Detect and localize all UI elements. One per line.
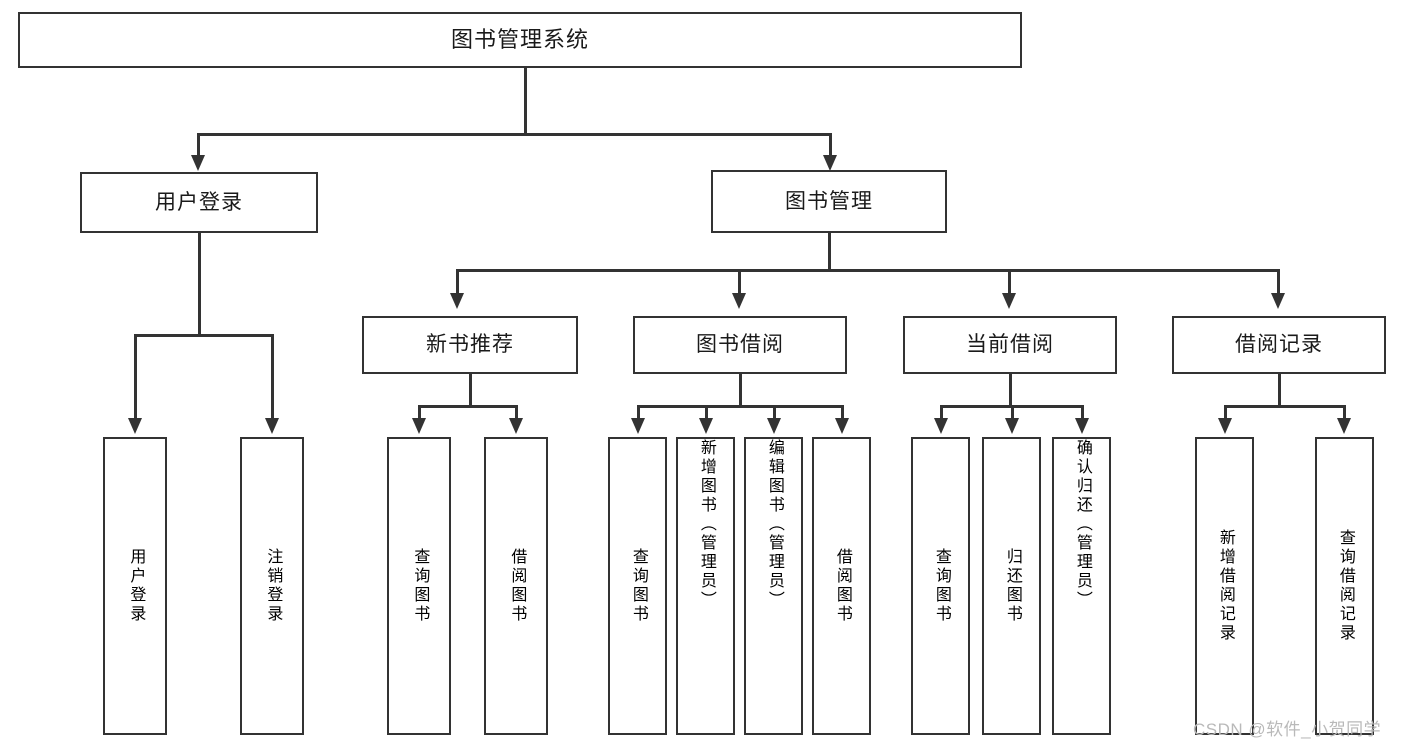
connector-nb-to-leaf2 (515, 405, 518, 420)
leaf-query-book-recommend[interactable]: 查询图书 (387, 437, 451, 735)
watermark-credit: CSDN @软件_小贺同学 (1193, 720, 1382, 739)
arrow-bb-to-leaf4 (835, 418, 849, 434)
leaf-label: 查询借阅记录 (1336, 529, 1354, 643)
connector-current-borrow-stem (1009, 374, 1012, 407)
leaf-user-login[interactable]: 用户登录 (103, 437, 167, 735)
connector-nb-to-leaf1 (418, 405, 421, 420)
leaf-add-book-admin[interactable]: 新增图书（管理员） (676, 437, 735, 735)
leaf-label: 注销登录 (264, 548, 282, 624)
connector-br-to-leaf1 (1224, 405, 1227, 420)
connector-borrow-record-stem (1278, 374, 1281, 407)
node-book-borrow[interactable]: 图书借阅 (633, 316, 847, 374)
arrow-user-login-to-leaf1 (128, 418, 142, 434)
connector-new-book-bus (418, 405, 517, 408)
node-book-manage[interactable]: 图书管理 (711, 170, 947, 233)
connector-cb-to-leaf3 (1081, 405, 1084, 420)
connector-book-manage-bus (456, 269, 1280, 272)
leaf-label: 查询图书 (932, 548, 950, 624)
leaf-query-borrow-record[interactable]: 查询借阅记录 (1315, 437, 1374, 735)
connector-user-login-to-leaf2 (271, 334, 274, 420)
connector-cb-to-leaf1 (940, 405, 943, 420)
leaf-label: 确认归还（管理员） (1073, 439, 1091, 610)
connector-cb-to-leaf2 (1011, 405, 1014, 420)
arrow-bm-to-new-book (450, 293, 464, 309)
leaf-label: 用户登录 (127, 548, 145, 624)
connector-book-borrow-stem (739, 374, 742, 407)
leaf-logout[interactable]: 注销登录 (240, 437, 304, 735)
arrow-bm-to-current-borrow (1002, 293, 1016, 309)
leaf-label: 查询图书 (629, 548, 647, 624)
leaf-borrow-book-recommend[interactable]: 借阅图书 (484, 437, 548, 735)
leaf-confirm-return-admin[interactable]: 确认归还（管理员） (1052, 437, 1111, 735)
connector-bm-to-new-book (456, 269, 459, 295)
node-new-book-recommend[interactable]: 新书推荐 (362, 316, 578, 374)
arrow-br-to-leaf2 (1337, 418, 1351, 434)
connector-new-book-stem (469, 374, 472, 407)
node-user-login[interactable]: 用户登录 (80, 172, 318, 233)
node-root-system[interactable]: 图书管理系统 (18, 12, 1022, 68)
connector-user-login-to-leaf1 (134, 334, 137, 420)
connector-bb-to-leaf4 (841, 405, 844, 420)
leaf-label: 查询图书 (411, 548, 429, 624)
connector-root-to-user-login (197, 133, 200, 157)
connector-bb-to-leaf2 (705, 405, 708, 420)
connector-bb-to-leaf3 (773, 405, 776, 420)
connector-root-stem (524, 68, 527, 134)
arrow-cb-to-leaf1 (934, 418, 948, 434)
leaf-query-book-borrow[interactable]: 查询图书 (608, 437, 667, 735)
arrow-bb-to-leaf1 (631, 418, 645, 434)
connector-root-to-book-manage (829, 133, 832, 157)
leaf-label: 借阅图书 (508, 548, 526, 624)
connector-book-manage-stem (828, 233, 831, 271)
leaf-edit-book-admin[interactable]: 编辑图书（管理员） (744, 437, 803, 735)
connector-book-borrow-bus (637, 405, 842, 408)
connector-root-bus (197, 133, 831, 136)
arrow-bb-to-leaf2 (699, 418, 713, 434)
arrow-cb-to-leaf3 (1075, 418, 1089, 434)
leaf-query-book-current[interactable]: 查询图书 (911, 437, 970, 735)
leaf-label: 借阅图书 (833, 548, 851, 624)
leaf-borrow-book[interactable]: 借阅图书 (812, 437, 871, 735)
arrow-bb-to-leaf3 (767, 418, 781, 434)
leaf-label: 新增借阅记录 (1216, 529, 1234, 643)
connector-bm-to-borrow-record (1277, 269, 1280, 295)
leaf-add-borrow-record[interactable]: 新增借阅记录 (1195, 437, 1254, 735)
leaf-label: 归还图书 (1003, 548, 1021, 624)
connector-bm-to-book-borrow (738, 269, 741, 295)
arrow-user-login-to-leaf2 (265, 418, 279, 434)
arrow-nb-to-leaf1 (412, 418, 426, 434)
arrow-br-to-leaf1 (1218, 418, 1232, 434)
arrow-root-to-book-manage (823, 155, 837, 171)
arrow-bm-to-borrow-record (1271, 293, 1285, 309)
connector-user-login-stem (198, 233, 201, 336)
arrow-root-to-user-login (191, 155, 205, 171)
arrow-nb-to-leaf2 (509, 418, 523, 434)
connector-user-login-bus (134, 334, 273, 337)
connector-br-to-leaf2 (1343, 405, 1346, 420)
arrow-bm-to-book-borrow (732, 293, 746, 309)
connector-bm-to-current-borrow (1008, 269, 1011, 295)
connector-borrow-record-bus (1224, 405, 1344, 408)
arrow-cb-to-leaf2 (1005, 418, 1019, 434)
connector-bb-to-leaf1 (637, 405, 640, 420)
node-borrow-record[interactable]: 借阅记录 (1172, 316, 1386, 374)
leaf-label: 新增图书（管理员） (697, 439, 715, 610)
leaf-label: 编辑图书（管理员） (765, 439, 783, 610)
node-current-borrow[interactable]: 当前借阅 (903, 316, 1117, 374)
leaf-return-book[interactable]: 归还图书 (982, 437, 1041, 735)
